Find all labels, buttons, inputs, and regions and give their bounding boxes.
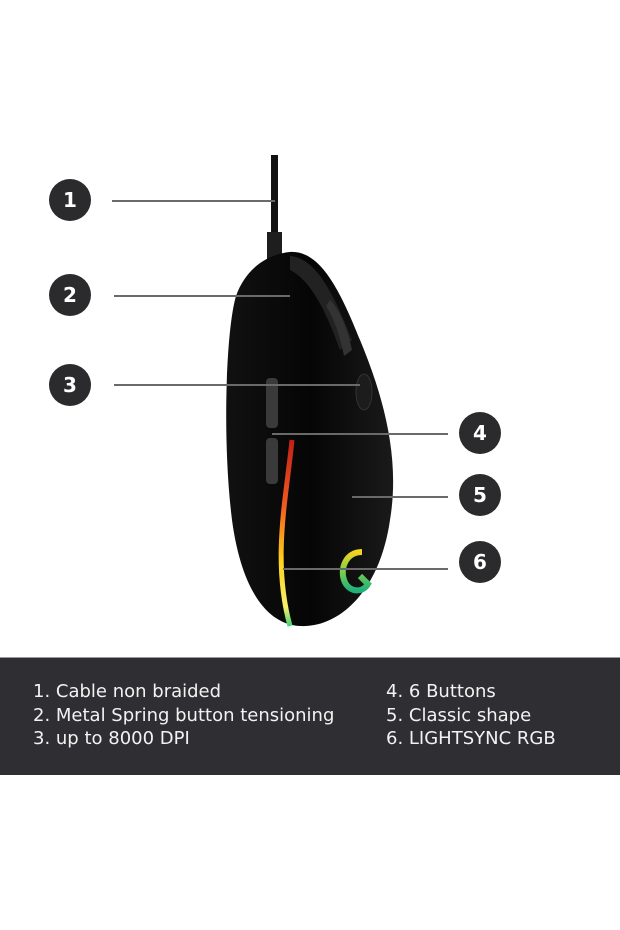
features-column-right: 4. 6 Buttons 5. Classic shape 6. LIGHTSY… [386, 680, 556, 751]
callout-badge-4: 4 [459, 412, 501, 454]
leader-line [114, 295, 290, 297]
feature-item: 2. Metal Spring button tensioning [33, 704, 335, 726]
features-panel: 1. Cable non braided 2. Metal Spring but… [0, 657, 620, 775]
cable [271, 155, 278, 235]
product-diagram [226, 155, 394, 627]
leader-line [272, 433, 448, 435]
leader-line [283, 568, 448, 570]
callout-badge-6: 6 [459, 541, 501, 583]
gaming-mouse-image [226, 155, 394, 627]
feature-item: 5. Classic shape [386, 704, 532, 726]
feature-item: 4. 6 Buttons [386, 681, 496, 702]
callout-badge-1: 1 [49, 179, 91, 221]
leader-line [112, 200, 275, 202]
callout-badge-3: 3 [49, 364, 91, 406]
leader-line [114, 384, 360, 386]
callout-badge-5: 5 [459, 474, 501, 516]
feature-item: 1. Cable non braided [33, 681, 222, 702]
features-column-left: 1. Cable non braided 2. Metal Spring but… [33, 680, 334, 751]
feature-item: 3. up to 8000 DPI [33, 728, 190, 749]
leader-line [352, 496, 448, 498]
callout-badge-2: 2 [49, 274, 91, 316]
feature-item: 6. LIGHTSYNC RGB [386, 728, 556, 749]
